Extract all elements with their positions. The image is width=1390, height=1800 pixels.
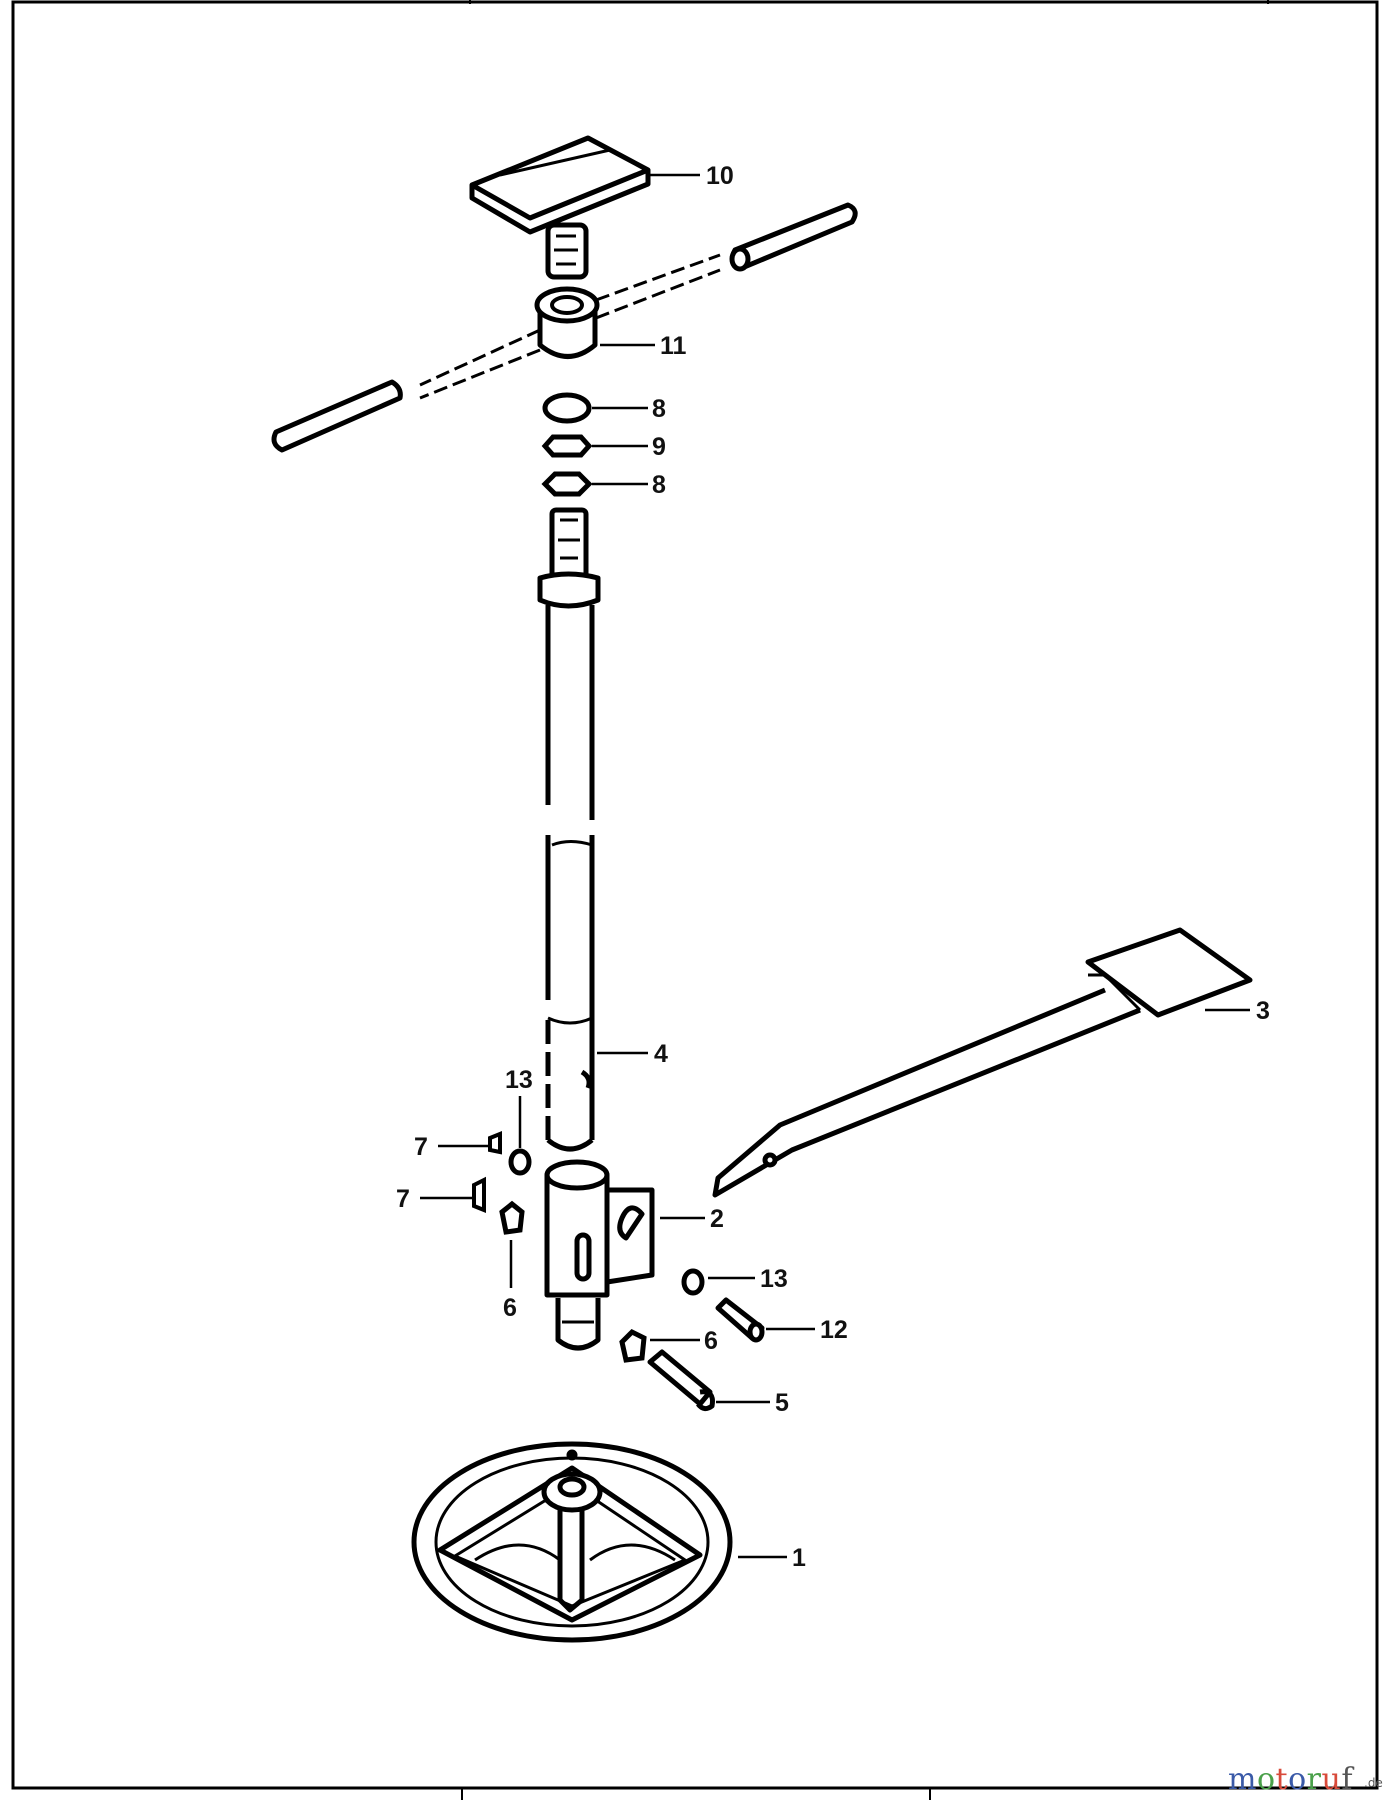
part-3-lever xyxy=(712,927,1253,1198)
callout-10: 10 xyxy=(706,162,734,190)
part-11-handle-boss xyxy=(271,202,858,453)
callout-12: 12 xyxy=(820,1316,848,1344)
part-6-nut-right xyxy=(619,1328,647,1363)
callout-6-left: 6 xyxy=(503,1294,517,1322)
part-10-top-pad xyxy=(469,135,651,280)
part-7-pin-upper xyxy=(488,1131,502,1155)
part-2-housing xyxy=(544,1159,655,1351)
callout-11: 11 xyxy=(660,332,687,360)
part-4-column xyxy=(537,507,601,1152)
callout-2: 2 xyxy=(710,1205,724,1233)
callout-4: 4 xyxy=(654,1040,668,1068)
callout-13-left: 13 xyxy=(505,1066,533,1094)
callout-7-upper: 7 xyxy=(414,1133,428,1161)
callout-13-right: 13 xyxy=(760,1265,788,1293)
part-6-nut-left xyxy=(499,1200,525,1235)
part-12-pin xyxy=(715,1297,765,1343)
callout-1: 1 xyxy=(792,1544,806,1572)
part-1-base xyxy=(411,1441,733,1643)
part-7-pin-lower xyxy=(472,1176,486,1213)
motoruf-watermark-logo: motoruf xyxy=(1228,1762,1353,1797)
callout-9: 9 xyxy=(652,433,666,461)
part-9-washer xyxy=(541,434,593,458)
part-8-washer-upper xyxy=(542,392,592,424)
part-5-bolt xyxy=(647,1349,715,1412)
callout-3: 3 xyxy=(1256,997,1270,1025)
part-8-washer-lower xyxy=(541,471,593,497)
callout-6-right: 6 xyxy=(704,1327,718,1355)
part-13-ball-left xyxy=(508,1148,532,1176)
part-13-ball-right xyxy=(681,1268,705,1296)
callout-7-lower: 7 xyxy=(396,1185,410,1213)
callout-5: 5 xyxy=(775,1389,789,1417)
callout-8-upper: 8 xyxy=(652,395,666,423)
motoruf-watermark-tld: .de xyxy=(1364,1776,1383,1790)
callout-8-lower: 8 xyxy=(652,471,666,499)
